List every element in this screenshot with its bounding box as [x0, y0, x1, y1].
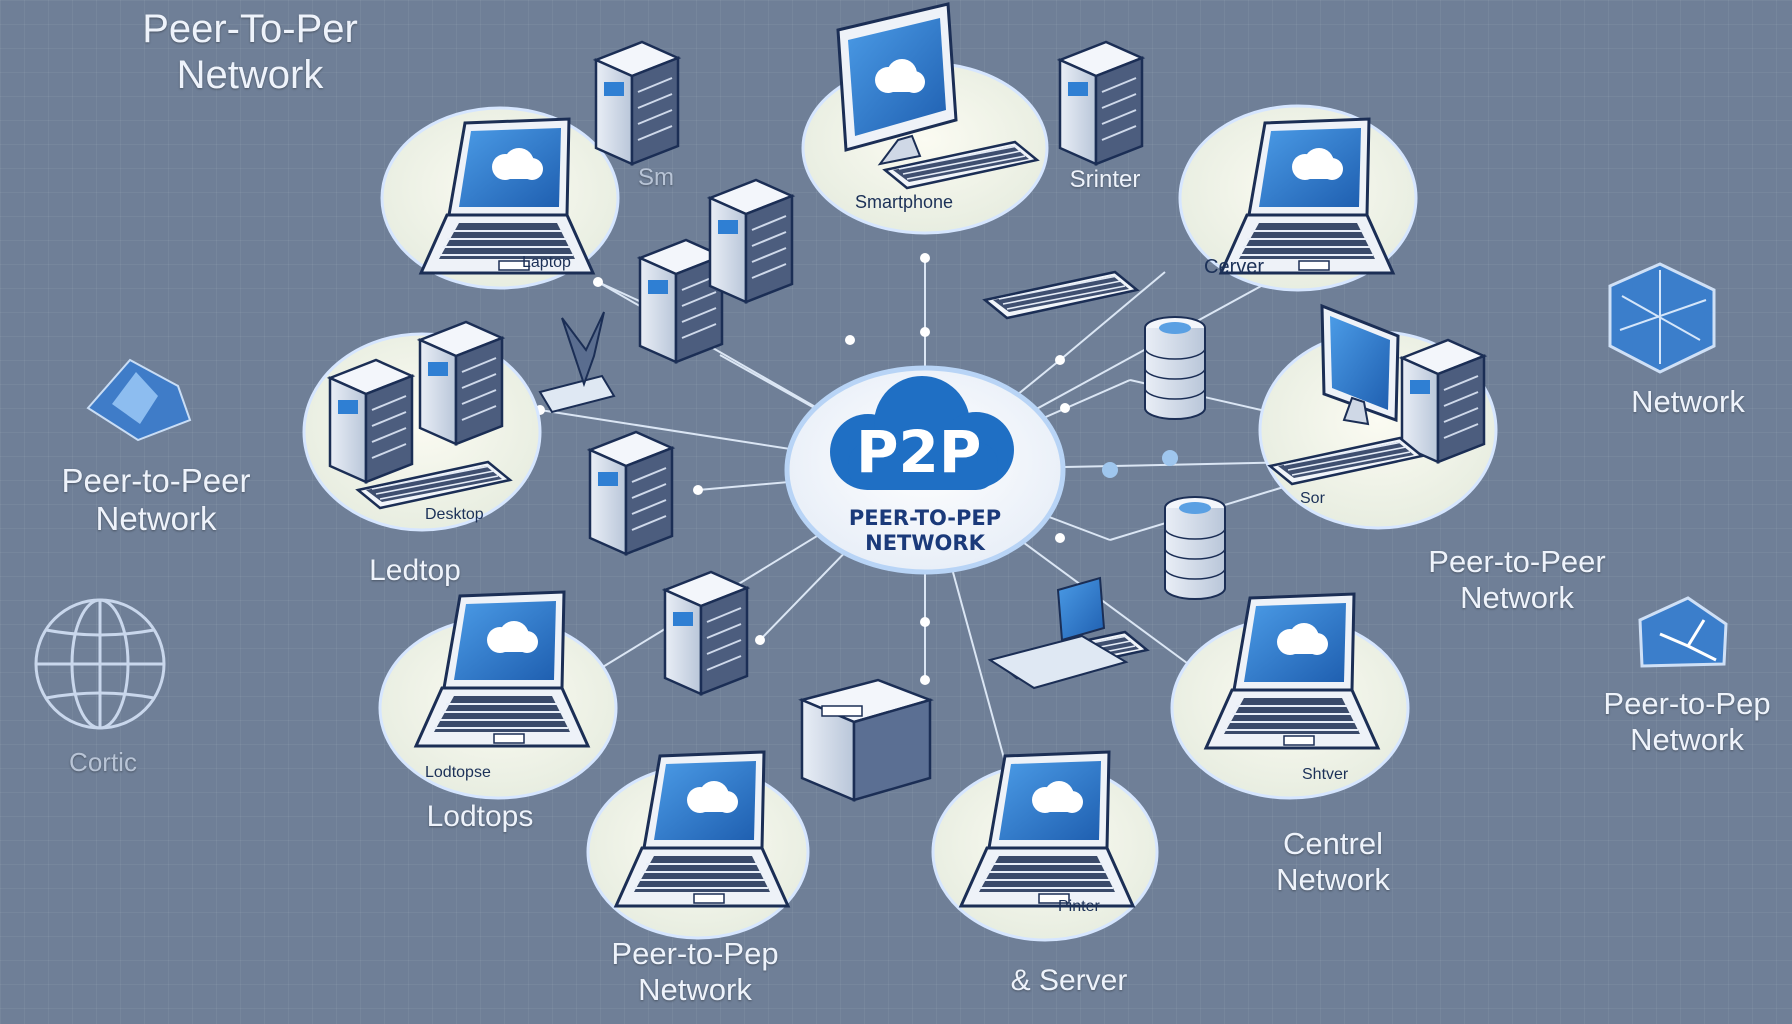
cerver-label: Cerver: [1204, 256, 1265, 278]
cloud-icon: [830, 376, 1014, 490]
shtver-small-label: Shtver: [1302, 766, 1349, 783]
network-cube-icon: [1608, 262, 1716, 374]
plant-icon: [538, 311, 616, 414]
desktop-small-label: Desktop: [425, 506, 484, 523]
desktop-icon: [836, 2, 958, 166]
hub-subtitle: PEER-TO-PEP NETWORK: [823, 506, 1027, 556]
workstation-icon: [987, 576, 1129, 690]
lodtops-label: Lodtops: [426, 800, 534, 833]
srinter-label: Srinter: [1069, 166, 1141, 193]
laptop-small-label: Laptop: [522, 254, 571, 271]
connection-nodes: [535, 253, 1215, 703]
server-label: & Server: [1010, 964, 1128, 997]
hub-title: P2P: [856, 418, 982, 486]
lodtopse-small-label: Lodtopse: [425, 764, 491, 781]
ledtop-label: Ledtop: [369, 554, 461, 587]
globe-label: Cortic: [69, 747, 137, 777]
printer-icon: [798, 678, 934, 802]
server-tower-icon: [594, 40, 680, 166]
keyboard-icon: [983, 270, 1139, 320]
database-icon: [1164, 496, 1226, 600]
top-sm-label: Sm: [638, 164, 674, 191]
desktop-icon: [1320, 303, 1400, 426]
server-tower-icon: [328, 358, 414, 484]
globe-icon: [34, 598, 166, 730]
server-tower-icon: [418, 320, 504, 446]
hub-subtitle-line2: NETWORK: [865, 531, 985, 556]
server-tower-icon: [663, 570, 749, 696]
server-tower-icon: [1058, 40, 1144, 166]
server-tower-icon: [1400, 338, 1486, 464]
smartphone-label: Smartphone: [855, 192, 954, 212]
network-cube-icon: [86, 358, 192, 442]
right-network-label: Network: [1631, 384, 1745, 419]
server-tower-icon: [588, 430, 674, 556]
hub: [784, 365, 1066, 575]
sor-small-label: Sor: [1300, 490, 1325, 507]
hub-subtitle-line1: PEER-TO-PEP: [848, 506, 1002, 530]
pinter-small-label: Pinter: [1058, 898, 1100, 915]
server-tower-icon: [708, 178, 794, 304]
network-cube-icon: [1638, 596, 1728, 668]
database-icon: [1144, 316, 1206, 420]
